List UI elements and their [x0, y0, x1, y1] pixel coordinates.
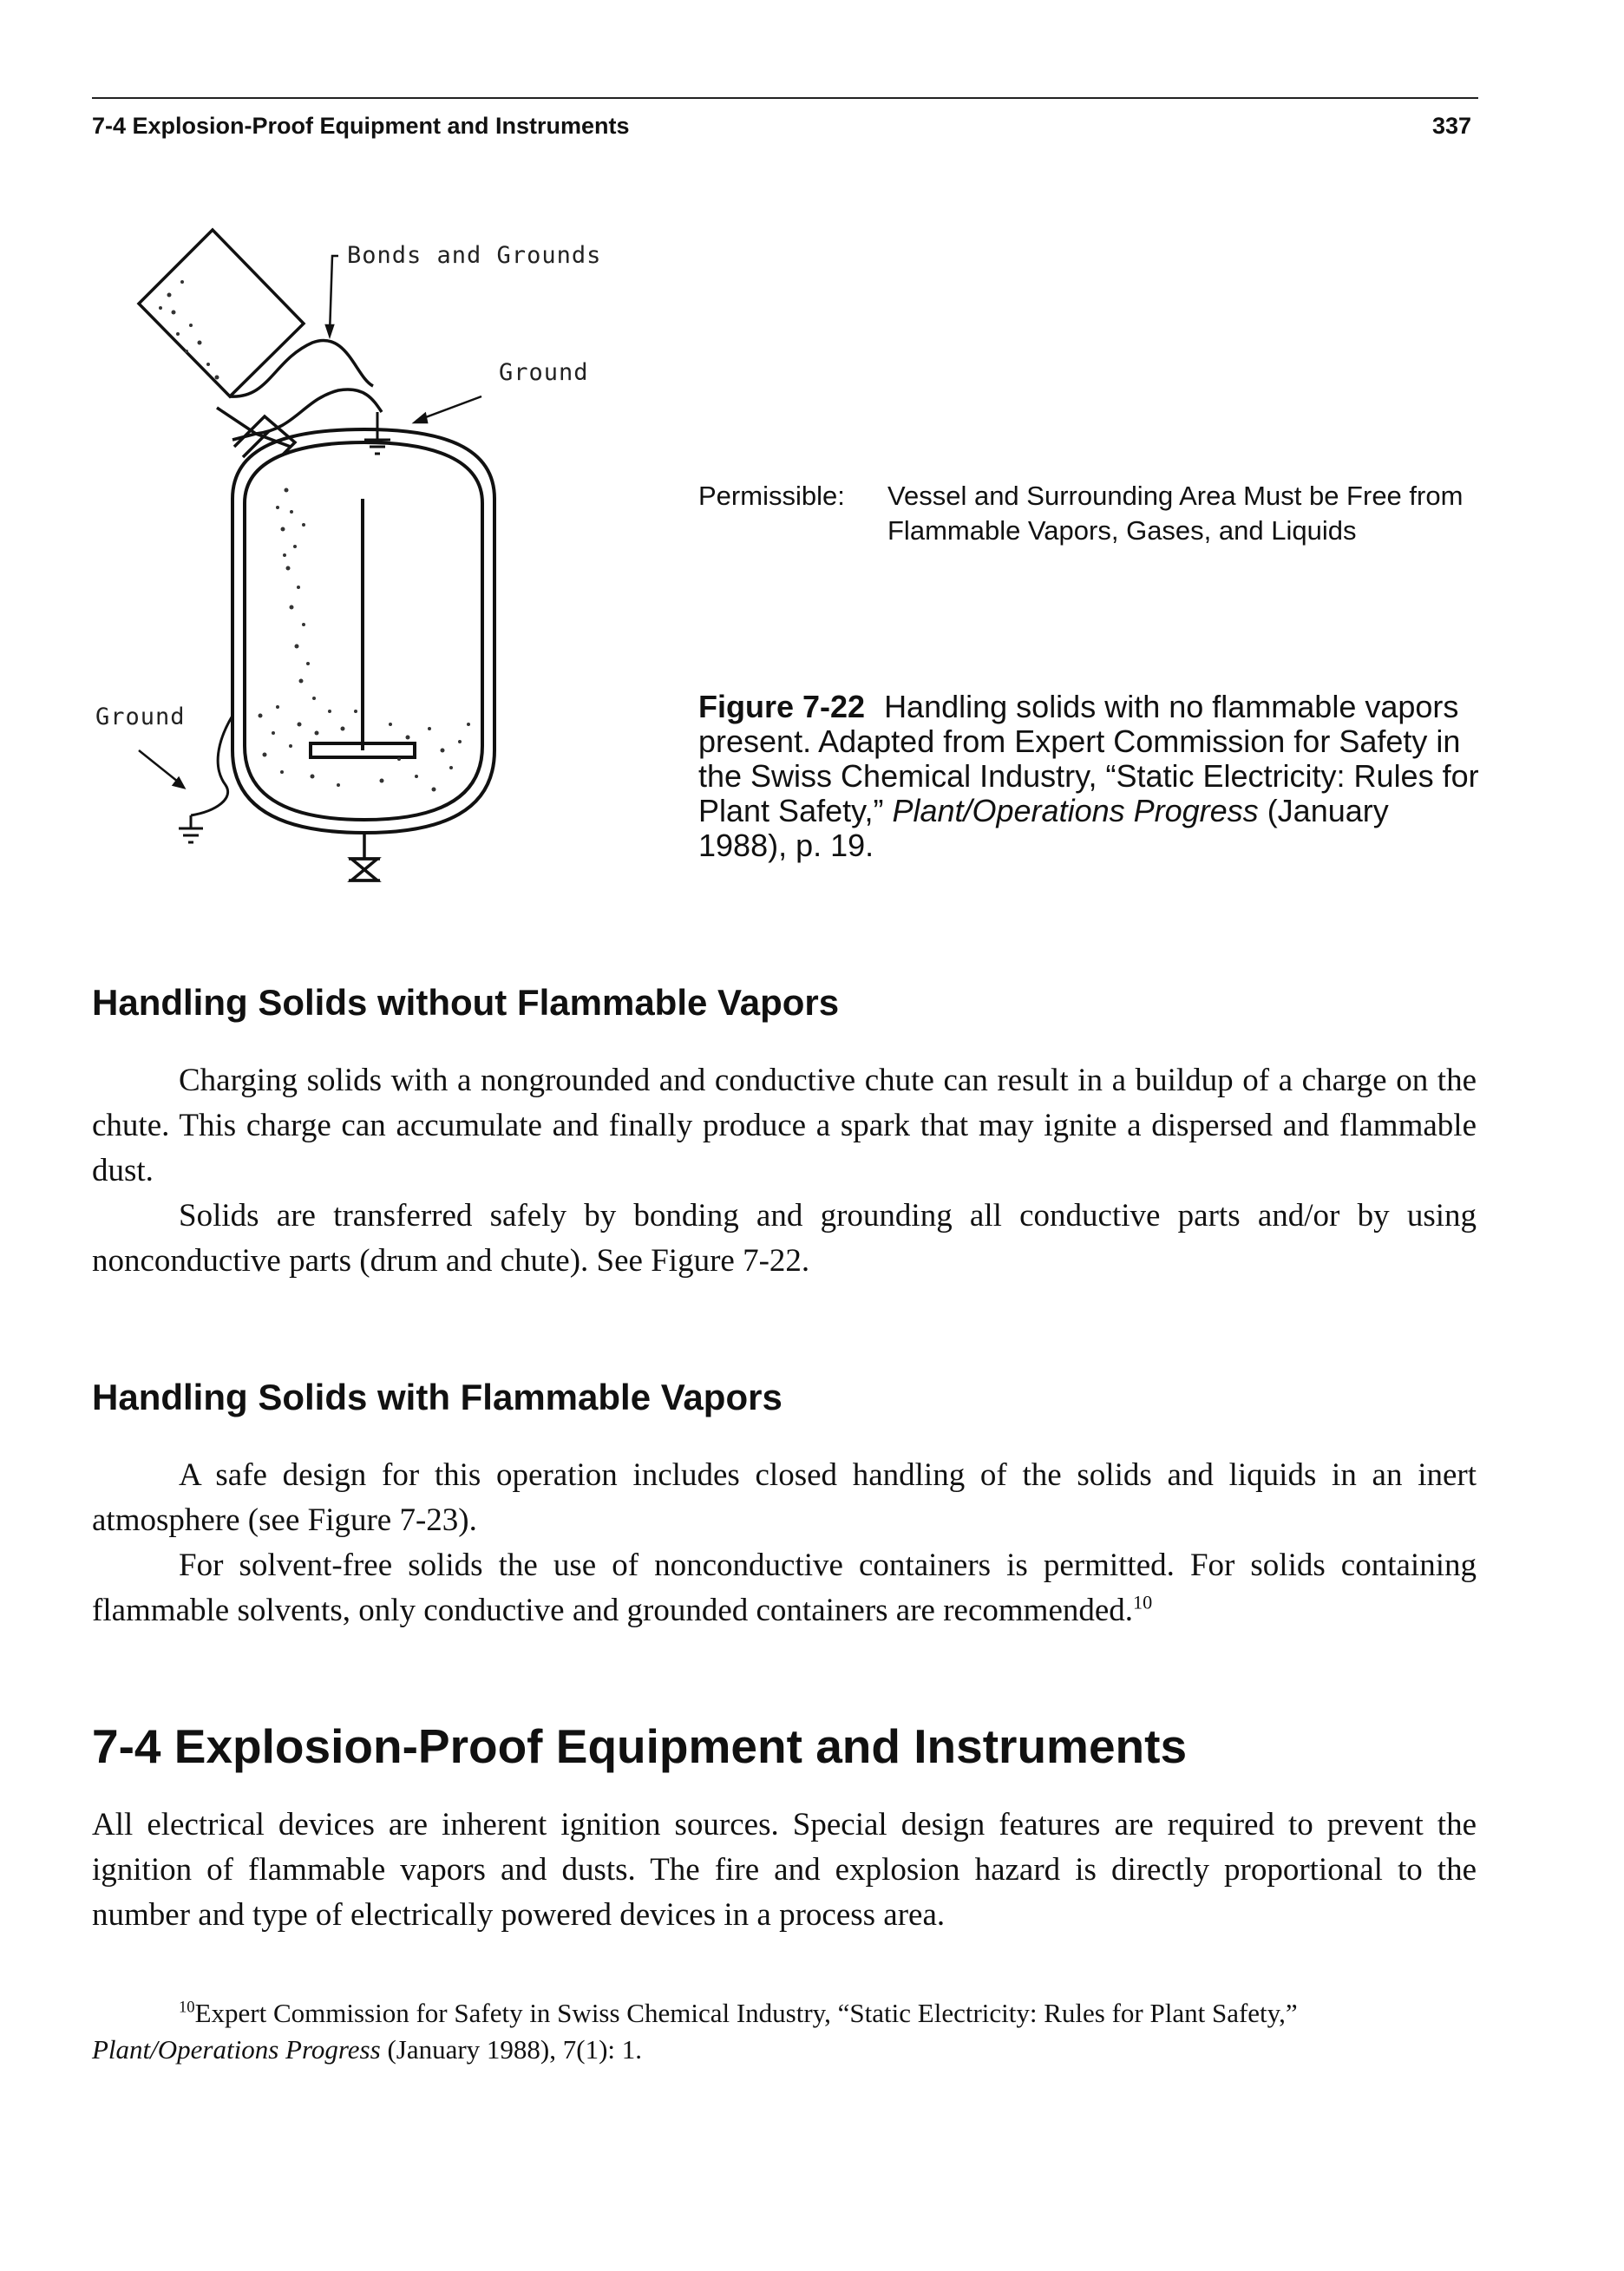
heading-with-vapors: Handling Solids with Flammable Vapors — [92, 1377, 783, 1417]
agitator-icon — [309, 499, 416, 759]
chute-ground-icon — [364, 412, 390, 455]
paragraph: A safe design for this operation include… — [92, 1457, 1477, 1538]
falling-solids — [276, 488, 316, 700]
caption-text-1: Handling solids with no flammable vapors… — [698, 689, 1479, 828]
section-7-4-body: All electrical devices are inherent igni… — [92, 1803, 1477, 1938]
label-ground-top: Ground — [499, 359, 589, 386]
label-leaders — [138, 254, 482, 789]
footnote-text-1: Expert Commission for Safety in Swiss Ch… — [194, 1998, 1298, 2028]
footnote-text-2: (January 1988), 7(1): 1. — [387, 2034, 642, 2065]
settled-solids — [258, 705, 470, 792]
vessel-diagram: Bonds and Grounds Ground Ground — [95, 227, 601, 882]
footnote: 10Expert Commission for Safety in Swiss … — [92, 1995, 1477, 2068]
section-with-vapors-body: A safe design for this operation include… — [92, 1453, 1477, 1633]
vessel-icon — [231, 427, 496, 835]
paragraph: All electrical devices are inherent igni… — [92, 1807, 1477, 1933]
drum-icon — [136, 227, 306, 399]
footnote-text: 10Expert Commission for Safety in Swiss … — [92, 1995, 1477, 2068]
caption-text-2: (January 1988), p. 19. — [698, 793, 1389, 863]
chute-icon — [216, 338, 383, 448]
label-ground-left: Ground — [95, 704, 186, 730]
caption-journal: Plant/Operations Progress — [892, 793, 1259, 828]
footnote-ref: 10 — [1133, 1591, 1153, 1613]
footnote-journal: Plant/Operations Progress — [92, 2034, 381, 2065]
paragraph: For solvent-free solids the use of nonco… — [92, 1543, 1477, 1633]
section-heading-7-4: 7-4 Explosion-Proof Equipment and Instru… — [92, 1719, 1188, 1773]
permissible-label: Permissible: — [698, 481, 845, 511]
page-number: 337 — [1431, 113, 1471, 139]
running-head-title: 7-4 Explosion-Proof Equipment and Instru… — [92, 113, 630, 139]
footnote-mark: 10 — [179, 1998, 195, 2017]
bottom-valve-icon — [347, 833, 382, 882]
figure-7-22: Bonds and Grounds Ground Ground — [87, 213, 677, 889]
header-rule — [92, 97, 1478, 99]
section-without-vapors-body: Charging solids with a nongrounded and c… — [92, 1058, 1477, 1284]
paragraph: Solids are transferred safely by bonding… — [92, 1198, 1477, 1279]
nozzle-icon — [232, 414, 298, 459]
heading-without-vapors: Handling Solids without Flammable Vapors — [92, 982, 840, 1023]
paragraph: Charging solids with a nongrounded and c… — [92, 1063, 1477, 1188]
figure-number: Figure 7-22 — [698, 689, 866, 724]
permissible-text: Vessel and Surrounding Area Must be Free… — [887, 481, 1464, 546]
paragraph-text: For solvent-free solids the use of nonco… — [92, 1548, 1477, 1628]
running-head: 7-4 Explosion-Proof Equipment and Instru… — [92, 113, 1471, 154]
label-bonds-and-grounds: Bonds and Grounds — [347, 242, 601, 269]
vessel-ground-icon — [179, 715, 234, 844]
